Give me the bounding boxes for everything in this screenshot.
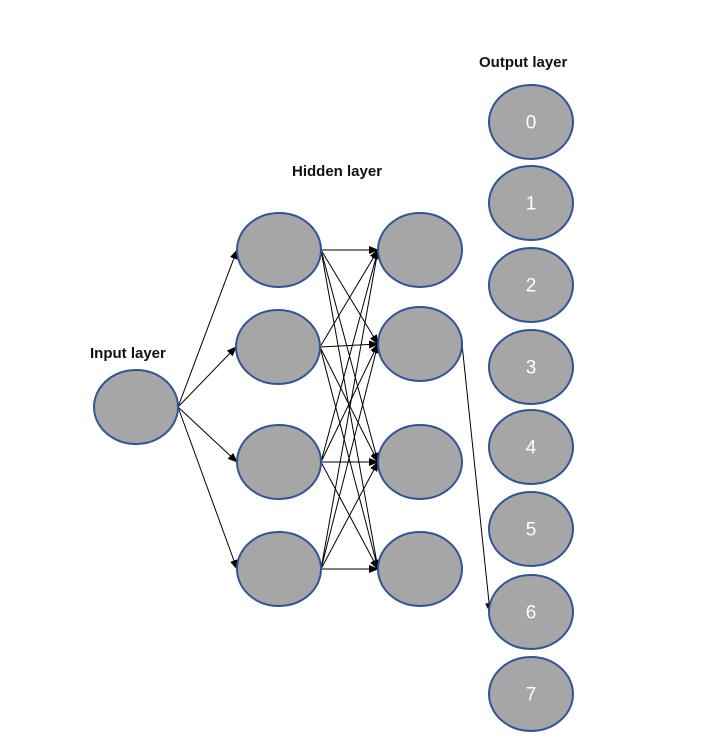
edge-hidden1-3-to-hidden2-1 <box>320 343 380 570</box>
edge-hidden1-3-to-hidden2-0 <box>320 249 381 570</box>
edge-input-to-hidden1-3 <box>177 406 238 570</box>
output-node-4 <box>488 409 574 485</box>
hidden1-node-3 <box>236 531 322 607</box>
output-node-5-label: 5 <box>526 520 537 541</box>
hidden1-node-0 <box>236 212 322 288</box>
input-node-0 <box>93 369 179 445</box>
hidden1-node-2 <box>236 424 322 500</box>
output-node-5 <box>488 491 574 567</box>
output-node-7-label: 7 <box>526 685 537 706</box>
edge-input-to-hidden1-1 <box>177 346 237 408</box>
output-node-0-label: 0 <box>526 113 537 134</box>
edge-hidden1-2-to-hidden2-1 <box>320 343 379 463</box>
edge-hidden1-1-to-hidden2-1 <box>319 340 379 349</box>
edge-hidden1-2-to-hidden2-0 <box>320 249 380 463</box>
hidden2-node-3 <box>377 531 463 607</box>
output-layer-label: Output layer <box>479 54 568 71</box>
output-node-4-label: 4 <box>526 438 537 459</box>
output-node-2 <box>488 247 574 323</box>
output-node-6 <box>488 574 574 650</box>
output-node-7 <box>488 656 574 732</box>
nodes-group: 0 1 2 3 4 5 6 7 <box>93 84 574 732</box>
output-node-1-label: 1 <box>526 194 537 215</box>
input-layer-label: Input layer <box>90 345 166 362</box>
edge-hidden1-3-to-hidden2-2 <box>320 461 379 570</box>
edge-hidden2-1-to-output-6 <box>461 343 494 613</box>
edge-input-to-hidden1-0 <box>177 249 238 408</box>
hidden-layer-label: Hidden layer <box>292 163 382 180</box>
output-node-3-label: 3 <box>526 358 537 379</box>
edge-hidden1-1-to-hidden2-0 <box>319 249 379 348</box>
hidden1-node-1 <box>235 309 321 385</box>
edge-input-to-hidden1-2 <box>177 406 238 463</box>
output-node-3 <box>488 329 574 405</box>
output-node-0 <box>488 84 574 160</box>
output-node-2-label: 2 <box>526 276 537 297</box>
output-node-1 <box>488 165 574 241</box>
hidden2-node-0 <box>377 212 463 288</box>
output-node-6-label: 6 <box>526 603 537 624</box>
hidden2-node-1 <box>377 306 463 382</box>
edges-group <box>177 246 494 613</box>
hidden2-node-2 <box>377 424 463 500</box>
